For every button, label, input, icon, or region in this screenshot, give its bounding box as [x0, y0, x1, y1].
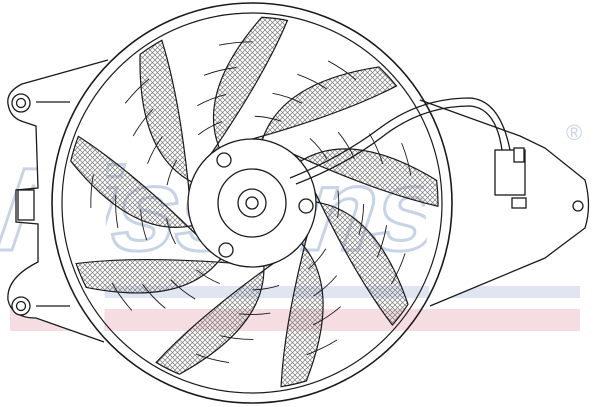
hub-screw-right — [298, 198, 314, 214]
fan-blade-rib — [297, 73, 328, 90]
fan-blade-rib — [140, 209, 148, 241]
fan-blade-rib — [203, 67, 237, 76]
hub-center-pin — [245, 196, 259, 210]
cable-connector-plug — [494, 149, 526, 196]
left-mounting-bracket — [7, 59, 109, 343]
left-clip-tab — [17, 189, 35, 221]
fan-blade-rib — [312, 306, 342, 326]
fan-blade-rib — [220, 335, 254, 340]
fan-motor-hub — [187, 138, 317, 268]
fan-blade-rib — [254, 115, 282, 122]
fan-blade — [70, 135, 205, 243]
hub-screw-bottom — [218, 242, 234, 258]
fan-blade-rib — [309, 137, 328, 160]
hub-screw-top — [216, 152, 232, 168]
fan-blade-rib — [124, 78, 150, 104]
fan-blade-rib — [196, 353, 230, 363]
fan-blade-rib — [272, 92, 303, 104]
fan-shroud-ring — [51, 2, 453, 404]
bracket-bolt-hole-bottom-inner — [15, 300, 27, 312]
bracket-bolt-hole-top-inner — [15, 97, 27, 109]
fan-blade-rib — [90, 174, 94, 209]
fan-blade-rib — [401, 142, 412, 176]
fan-blade-rib — [327, 60, 357, 81]
fan-blade-rib — [115, 194, 119, 229]
fan-blade-rib — [198, 121, 223, 136]
fan-blade-rib — [166, 159, 178, 186]
fan-blade — [242, 66, 398, 143]
fan-blade-rib — [142, 284, 166, 309]
fan-blade-rib — [337, 131, 355, 159]
fan-blade — [155, 256, 283, 375]
fan-blade-rib — [390, 253, 406, 285]
fan-blade — [75, 256, 241, 294]
fan-blade-rib — [358, 204, 365, 236]
bracket-bolt-hole-right — [572, 200, 584, 212]
fan-blade-rib — [313, 275, 338, 297]
cable-connector-clip — [511, 197, 527, 209]
watermark-registered-mark: ® — [566, 120, 582, 145]
fan-blade-rib — [306, 339, 338, 356]
power-cable-harness — [289, 97, 527, 209]
fan-blades — [70, 16, 439, 388]
fan-blade-rib — [307, 248, 327, 270]
fan-blade-rib — [170, 279, 196, 300]
cable-connector-latch — [513, 147, 525, 163]
fan-blade — [204, 16, 289, 163]
fan-blade-rib — [147, 136, 163, 164]
fan-blade-rib — [369, 133, 384, 165]
fan-blade — [310, 182, 409, 326]
fan-blade — [139, 39, 195, 203]
fan-blade-rib — [166, 218, 176, 245]
fan-blade-rib — [196, 94, 227, 107]
fan-blade-rib — [196, 269, 220, 285]
fan-blade-rib — [132, 108, 154, 137]
fan-blade-rib — [337, 190, 340, 218]
fan-blade-rib — [111, 282, 133, 311]
right-mounting-bracket — [419, 99, 590, 307]
fan-blade-rib — [218, 41, 253, 46]
fan-blade-rib — [239, 312, 271, 316]
fan-blade-rib — [376, 225, 388, 258]
fan-blade-rib — [252, 285, 280, 291]
